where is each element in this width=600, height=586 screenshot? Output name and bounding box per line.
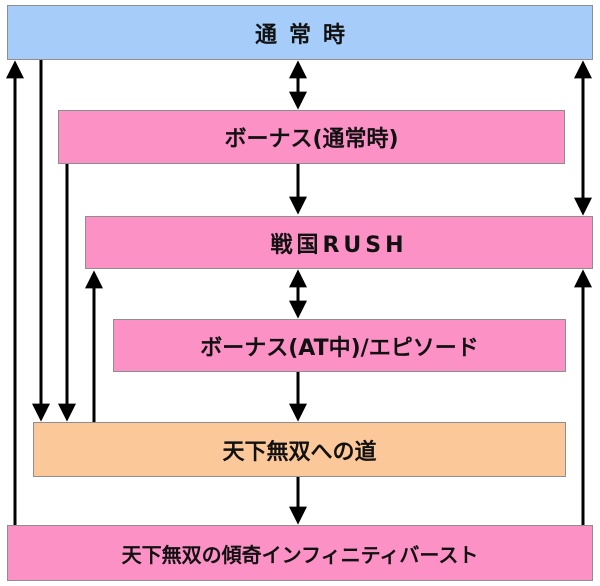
node-tsujo-label: 通常時 — [254, 22, 357, 48]
node-tenka-burst: 天下無双の傾奇インフィニティバースト — [7, 525, 593, 581]
node-bonus-tsujo: ボーナス(通常時) — [58, 110, 565, 164]
node-tenka-burst-label: 天下無双の傾奇インフィニティバースト — [121, 542, 479, 567]
node-bonus-tsujo-label: ボーナス(通常時) — [224, 127, 399, 152]
node-sengoku-rush-label: 戦国RUSH — [270, 232, 408, 258]
node-bonus-at-episode: ボーナス(AT中)/エピソード — [113, 319, 566, 372]
node-tsujo: 通常時 — [7, 5, 593, 60]
node-tenka-michi-label: 天下無双への道 — [222, 439, 377, 465]
node-bonus-at-episode-label: ボーナス(AT中)/エピソード — [200, 335, 479, 361]
node-sengoku-rush: 戦国RUSH — [85, 216, 593, 269]
node-tenka-michi: 天下無双への道 — [33, 422, 566, 477]
